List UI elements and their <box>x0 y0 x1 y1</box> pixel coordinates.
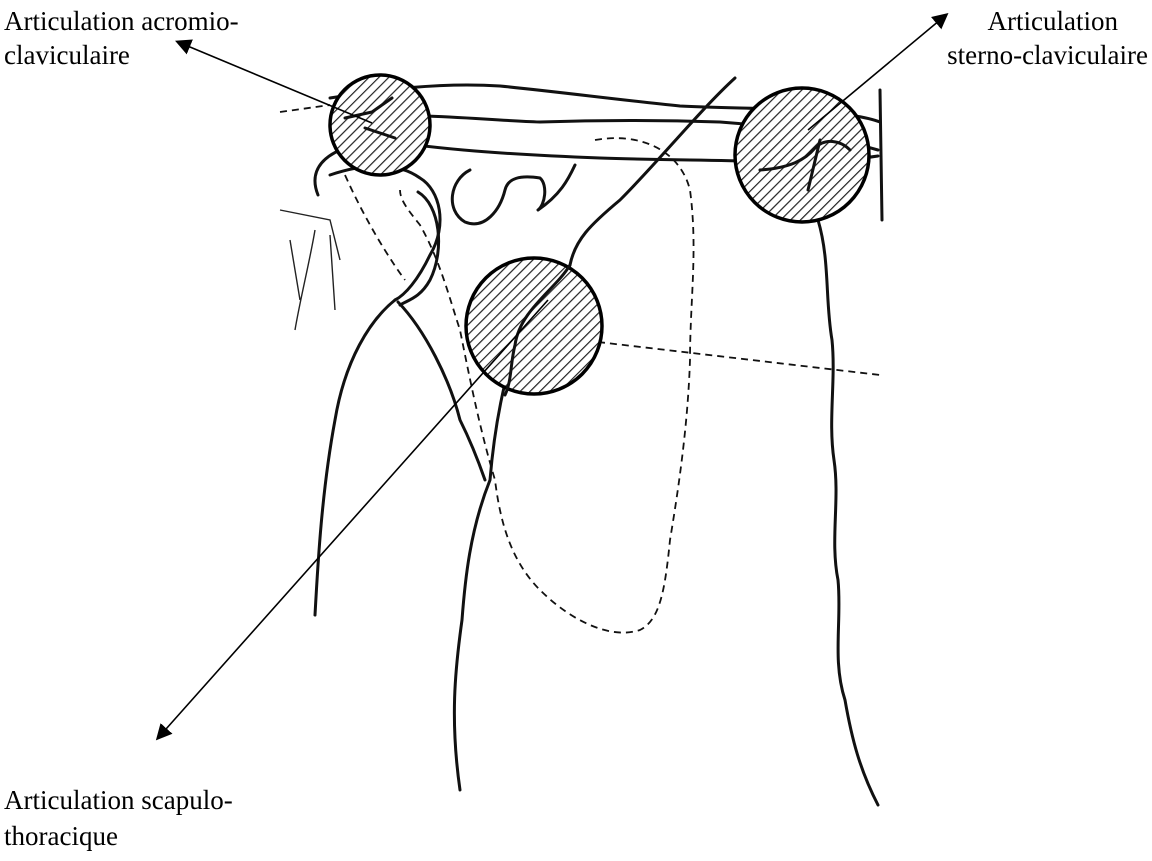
labels: Articulation acromio- claviculaire Artic… <box>4 6 1148 851</box>
arrow-sternoclavicular <box>808 15 946 130</box>
sternum-edge <box>880 90 882 220</box>
thorax-outline <box>818 220 878 805</box>
scapulothoracic-joint-circle <box>466 258 602 394</box>
arrow-acromioclavicular <box>178 42 372 123</box>
arm-outline <box>315 300 485 615</box>
humerus-outline <box>280 210 340 330</box>
acromioclavicular-joint-circle <box>330 75 430 175</box>
label-scapulothoracic-line2: thoracique <box>4 821 118 851</box>
arrow-scapulothoracic <box>158 300 548 738</box>
reference-dashed-line-1 <box>345 175 405 280</box>
joint-markers <box>330 75 869 395</box>
scapula-border <box>454 78 735 790</box>
label-acromioclavicular-line1: Articulation acromio- <box>4 6 239 36</box>
label-sternoclavicular-line2: sterno-claviculaire <box>947 40 1148 70</box>
reference-dashed-line-2 <box>598 342 880 375</box>
reference-dashed-line-3 <box>280 105 330 112</box>
label-acromioclavicular-line2: claviculaire <box>4 40 130 70</box>
sternoclavicular-joint-circle <box>735 88 869 222</box>
label-sternoclavicular-line1: Articulation <box>988 6 1119 36</box>
label-scapulothoracic-line1: Articulation scapulo- <box>4 785 233 815</box>
